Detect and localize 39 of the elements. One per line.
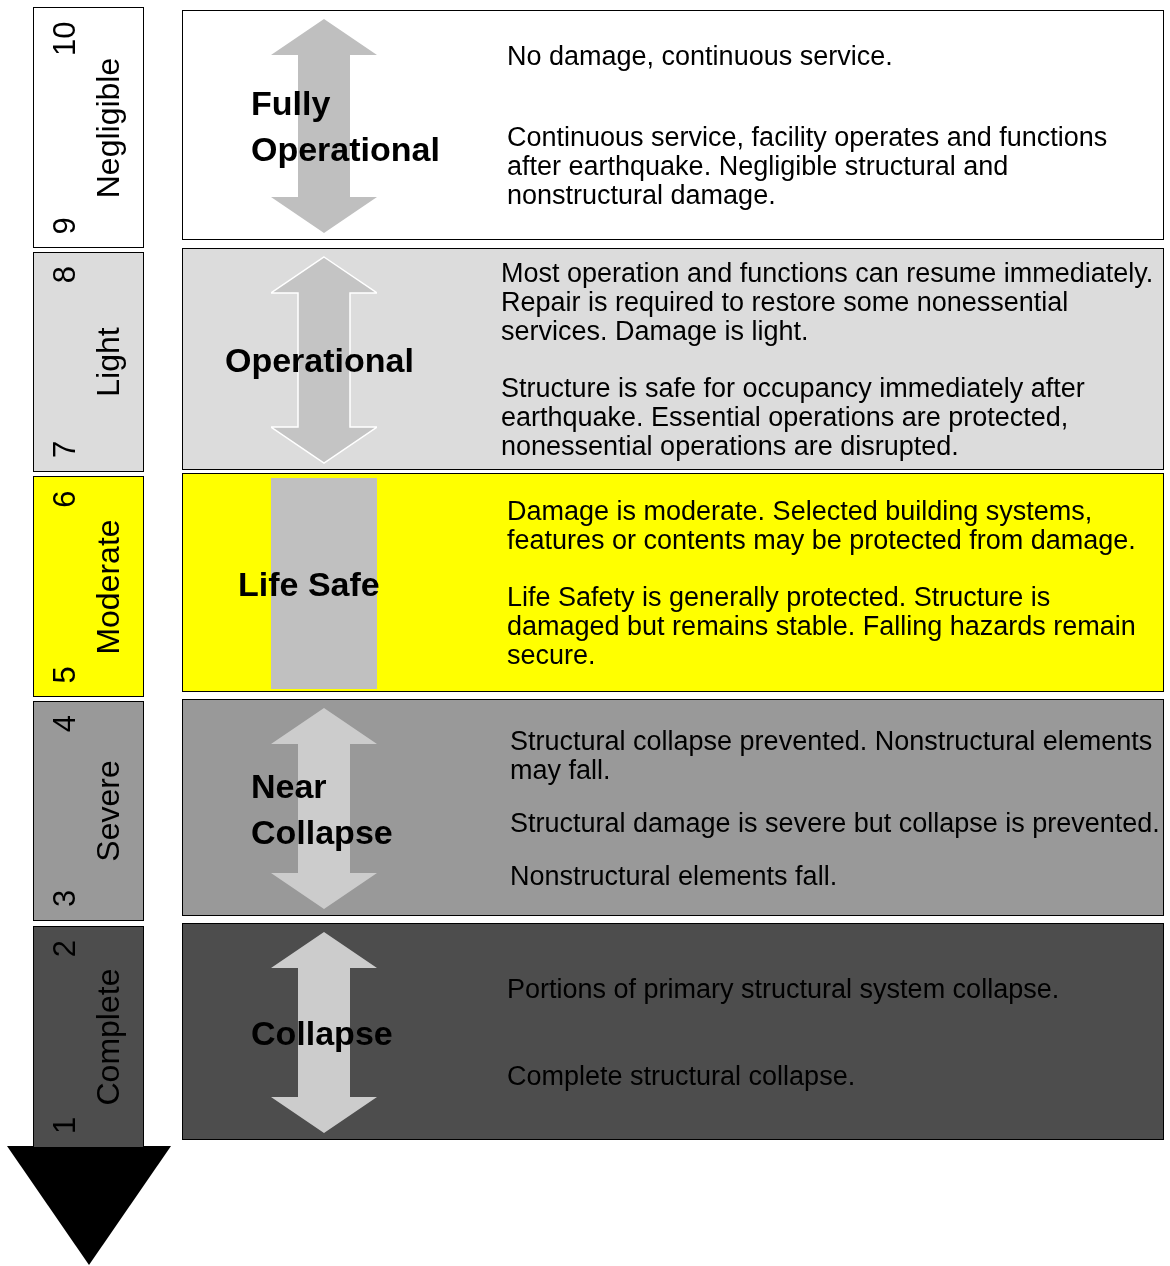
severity-band xyxy=(33,252,144,472)
scale-number: 1 xyxy=(47,1116,81,1134)
scale-number: 5 xyxy=(47,665,81,683)
performance-level: Near Collapse xyxy=(251,765,394,853)
scale-number: 3 xyxy=(47,889,81,907)
performance-level: Operational xyxy=(225,340,414,381)
description-text: Continuous service, facility operates and functions after earthquake. Negligible structural and nonstructural damage. xyxy=(507,123,1109,210)
scale-number: 4 xyxy=(47,715,81,733)
performance-row xyxy=(182,699,1164,916)
description-text: Life Safety is generally protected. Structure is damaged but remains stable. Falling hazards remain secure. xyxy=(507,583,1137,670)
scale-number: 6 xyxy=(47,490,81,508)
severity-label: Light xyxy=(89,327,125,397)
performance-level: Fully Operational xyxy=(251,83,441,170)
severity-band xyxy=(33,7,144,248)
description-text: Complete structural collapse. xyxy=(507,1061,857,1091)
description-text: Damage is moderate. Selected building systems, features or contents may be protected from damage. xyxy=(507,497,1137,555)
scale-number: 7 xyxy=(47,440,81,458)
performance-row xyxy=(182,10,1164,240)
severity-label: Severe xyxy=(89,760,125,862)
description-text: Structural collapse prevented. Nonstructural elements may fall. xyxy=(510,726,1154,785)
scale-number: 9 xyxy=(47,216,81,234)
severity-label: Moderate xyxy=(89,518,125,655)
performance-row xyxy=(182,473,1164,692)
description-text: Structure is safe for occupancy immediately after earthquake. Essential operations are protected, nonessential operations are disrupted. xyxy=(501,374,1086,461)
description-text: Most operation and functions can resume immediately. Repair is required to restore some nonessential services. Damage is light. xyxy=(501,259,1155,346)
performance-row xyxy=(182,248,1164,470)
severity-band xyxy=(33,926,144,1148)
scale-number: 2 xyxy=(47,940,81,958)
severity-band xyxy=(33,476,144,697)
description-text: No damage, continuous service. xyxy=(507,42,894,71)
severity-band xyxy=(33,701,144,921)
description-text: Portions of primary structural system collapse. xyxy=(507,974,1061,1004)
severity-label: Complete xyxy=(89,968,125,1106)
performance-row xyxy=(182,923,1164,1140)
description-text: Structural damage is severe but collapse is prevented. xyxy=(510,808,1161,838)
severity-label: Negligible xyxy=(89,57,125,198)
description-text: Nonstructural elements fall. xyxy=(510,861,839,891)
scale-number: 8 xyxy=(47,266,81,284)
scale-number: 10 xyxy=(47,21,81,56)
